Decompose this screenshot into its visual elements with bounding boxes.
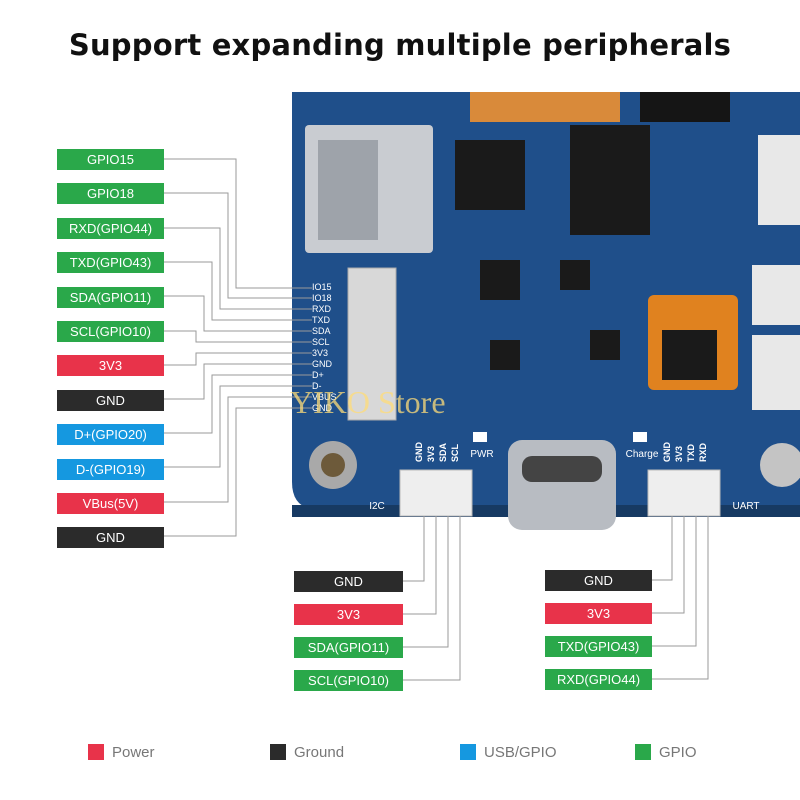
uart-label: UART	[732, 501, 760, 512]
connector-silk-label: 3V3	[674, 445, 684, 462]
header-silk-label: SCL	[312, 337, 330, 347]
uart-connector	[647, 469, 721, 517]
pin-label-txd-gpio43-: TXD(GPIO43)	[57, 252, 164, 274]
charge-label: Charge	[625, 449, 659, 460]
legend-swatch	[88, 744, 104, 760]
connector-silk-label: SDA	[438, 442, 448, 462]
pin-label-gnd: GND	[57, 527, 164, 549]
header-silk-label: VBUS	[312, 392, 337, 402]
page-title: Support expanding multiple peripherals	[68, 28, 732, 62]
legend-item-gpio: GPIO	[635, 740, 697, 764]
legend-item-power: Power	[88, 740, 155, 764]
connector-silk-label: SCL	[450, 444, 460, 462]
legend-swatch	[460, 744, 476, 760]
header-silk-label: D+	[312, 370, 324, 380]
uart-pin-label-txd-gpio43-: TXD(GPIO43)	[545, 636, 652, 657]
connector-silk-label: 3V3	[426, 445, 436, 462]
header-silk-label: IO18	[312, 293, 332, 303]
header-silk-label: 3V3	[312, 348, 329, 358]
legend-item-usb_gpio: USB/GPIO	[460, 740, 557, 764]
connector-silk-label: GND	[662, 442, 672, 462]
header-silk-label: GND	[312, 403, 332, 413]
header-silk-label: GND	[312, 359, 332, 369]
pin-label-gnd: GND	[57, 389, 164, 411]
pin-label-vbus-5v-: VBus(5V)	[57, 493, 164, 514]
header-silk-label: RXD	[312, 304, 332, 314]
legend-swatch	[270, 744, 286, 760]
i2c-pin-label-gnd: GND	[294, 571, 403, 592]
pin-label-rxd-gpio44-: RXD(GPIO44)	[57, 217, 164, 239]
i2c-connector	[399, 469, 473, 517]
i2c-pin-label-sda-gpio11-: SDA(GPIO11)	[294, 637, 403, 658]
legend-label: GPIO	[659, 743, 697, 761]
i2c-pin-label-scl-gpio10-: SCL(GPIO10)	[294, 670, 403, 691]
chip	[570, 125, 650, 235]
header-silk-label: SDA	[312, 326, 331, 336]
watermark-text: YIKO Store	[290, 384, 446, 420]
header-silk-label: IO15	[312, 282, 332, 292]
legend-label: Power	[112, 743, 155, 761]
header-silk-label: TXD	[312, 315, 330, 325]
connector-silk-label: GND	[414, 442, 424, 462]
pin-label-gpio15: GPIO15	[57, 149, 164, 170]
legend-label: USB/GPIO	[484, 743, 557, 761]
legend-label: Ground	[294, 743, 345, 761]
pin-label-d-gpio20-: D+(GPIO20)	[57, 424, 164, 446]
pin-label-scl-gpio10-: SCL(GPIO10)	[57, 321, 164, 342]
header-silk-label: D-	[312, 381, 322, 391]
uart-pin-label-gnd: GND	[545, 570, 652, 591]
pin-header-12	[347, 267, 397, 421]
legend-item-ground: Ground	[270, 740, 344, 764]
uart-pin-label-rxd-gpio44-: RXD(GPIO44)	[545, 669, 652, 690]
i2c-pin-label-3v3: 3V3	[294, 604, 403, 625]
pwr-label: PWR	[470, 449, 494, 460]
pin-label-gpio18: GPIO18	[57, 183, 164, 205]
uart-pin-label-3v3: 3V3	[545, 603, 652, 624]
pin-label-d-gpio19-: D-(GPIO19)	[57, 458, 164, 480]
connector-silk-label: TXD	[686, 444, 696, 462]
chip	[455, 140, 525, 210]
legend-swatch	[635, 744, 651, 760]
connector-silk-label: RXD	[698, 442, 708, 462]
i2c-label: I2C	[369, 501, 385, 512]
pin-label-3v3: 3V3	[57, 355, 164, 377]
pin-label-sda-gpio11-: SDA(GPIO11)	[57, 286, 164, 308]
